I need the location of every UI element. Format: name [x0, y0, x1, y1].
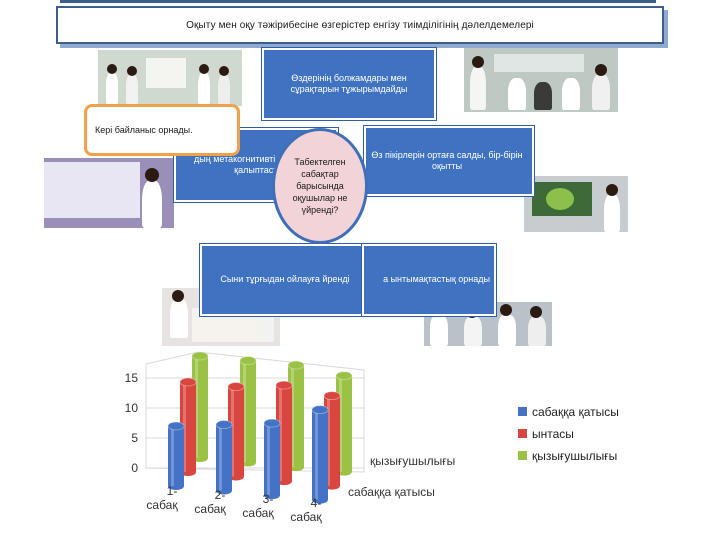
chart-legend-label: қызығушылығы: [532, 449, 617, 463]
chart-legend-swatch: [518, 451, 527, 460]
chart-bar-highlight: [279, 385, 282, 482]
chart-bar-highlight: [183, 382, 186, 472]
chart-depth-label: сабаққа қатысы: [348, 485, 435, 499]
chart-bar-body: [168, 426, 184, 486]
chart-bar-top: [191, 351, 209, 361]
chart-x-tick-label: 3-: [263, 492, 274, 506]
chart-x-tick-label: сабақ: [290, 510, 322, 524]
chart-bar-top: [215, 420, 233, 430]
chart-bar: [311, 405, 329, 504]
chart-legend-label: ынтасы: [532, 427, 574, 441]
outcome-text-top: Өздерінің болжамдары мен сұрақтарын тұжы…: [290, 72, 408, 94]
chart-bar-highlight: [327, 395, 330, 486]
chart-bar-base: [264, 491, 280, 500]
chart-x-tick-label: 1-: [167, 484, 178, 498]
outcome-text-bottom-left: Сыни тұрғыдан ойлауға йренді: [220, 274, 350, 285]
chart-bar-body: [264, 423, 280, 496]
outcome-box-bottom-left: Сыни тұрғыдан ойлауға йренді: [200, 244, 370, 316]
feedback-callout-text: Кері байланыс орнады.: [95, 125, 193, 135]
chart-bar-base: [312, 495, 328, 504]
classroom-photo-1: [98, 50, 242, 106]
chart-legend-swatch: [518, 407, 527, 416]
slide-title-box: Оқыту мен оқу тәжірибесіне өзгерістер ен…: [56, 6, 664, 44]
outcome-text-right: Өз пікірлерін ортаға салды, бір-бірін оқ…: [371, 149, 523, 171]
chart-bar-top: [311, 405, 329, 415]
chart-bar-top: [275, 380, 293, 390]
chart-bar-highlight: [291, 365, 294, 468]
chart-depth-label: қызығушылығы: [370, 454, 455, 468]
chart-bar-top: [287, 360, 305, 370]
chart-bars: [167, 351, 353, 504]
classroom-photo-3: [44, 158, 174, 228]
chart-bar: [167, 421, 185, 490]
chart-bar-body: [312, 409, 328, 500]
chart-bar: [215, 420, 233, 495]
chart-bar-top: [227, 382, 245, 392]
chart-bar-highlight: [267, 423, 270, 496]
chart-bar: [263, 418, 281, 500]
chart-bar-top: [179, 377, 197, 387]
chart-bar-highlight: [231, 386, 234, 477]
chart-bar-highlight: [339, 375, 342, 472]
chart-bar-top: [239, 356, 257, 366]
chart-x-tick-label: сабақ: [194, 502, 226, 516]
center-question-text: Табектелген сабақтар барысында оқушылар …: [292, 156, 348, 216]
chart-bar-top: [323, 391, 341, 401]
chart-bar-highlight: [315, 409, 318, 500]
chart-depth-labels: қызығушылығы сабаққа қатысы: [348, 454, 455, 499]
chart-bar-base: [168, 482, 184, 490]
chart-bar-top: [335, 371, 353, 381]
chart-y-tick-label: 10: [125, 401, 139, 415]
chart-bar-highlight: [171, 426, 174, 486]
top-border-line: [60, 0, 656, 3]
chart-bar-top: [167, 421, 185, 431]
chart-legend-swatch: [518, 429, 527, 438]
chart-bar-highlight: [243, 360, 246, 463]
chart-legend: сабаққа қатысы ынтасы қызығушылығы: [518, 405, 619, 463]
chart-bar-highlight: [195, 356, 198, 458]
chart-y-tick-label: 15: [125, 371, 139, 385]
chart-x-tick-label: 2-: [215, 488, 226, 502]
chart-y-ticks: 0 5 10 15: [125, 371, 139, 475]
chart-x-tick-label: сабақ: [242, 506, 274, 520]
outcome-text-bottom-right: а ынтымақтастық орнады: [383, 274, 490, 285]
slide-title: Оқыту мен оқу тәжірибесіне өзгерістер ен…: [186, 19, 534, 31]
outcome-box-right: Өз пікірлерін ортаға салды, бір-бірін оқ…: [364, 126, 534, 196]
classroom-photo-2: [464, 48, 618, 112]
chart-bar-top: [263, 418, 281, 428]
chart-bar-base: [216, 486, 232, 495]
chart-legend-label: сабаққа қатысы: [532, 405, 619, 419]
chart-x-tick-label: 4-: [311, 496, 322, 510]
chart-y-tick-label: 5: [131, 431, 138, 445]
chart-bar-body: [216, 424, 232, 491]
outcome-box-top: Өздерінің болжамдары мен сұрақтарын тұжы…: [262, 48, 436, 120]
outcome-text-left: дың метакогнитивті қабілеттері қалыптаст…: [194, 153, 324, 175]
chart-y-tick-label: 0: [131, 461, 138, 475]
center-question-circle: Табектелген сабақтар барысында оқушылар …: [272, 128, 368, 244]
chart-x-tick-label: сабақ: [146, 498, 178, 512]
classroom-photo-4: [524, 176, 628, 232]
feedback-callout: Кері байланыс орнады.: [84, 104, 240, 156]
outcome-box-bottom-right: а ынтымақтастық орнады: [362, 244, 496, 316]
chart-bar-highlight: [219, 424, 222, 491]
